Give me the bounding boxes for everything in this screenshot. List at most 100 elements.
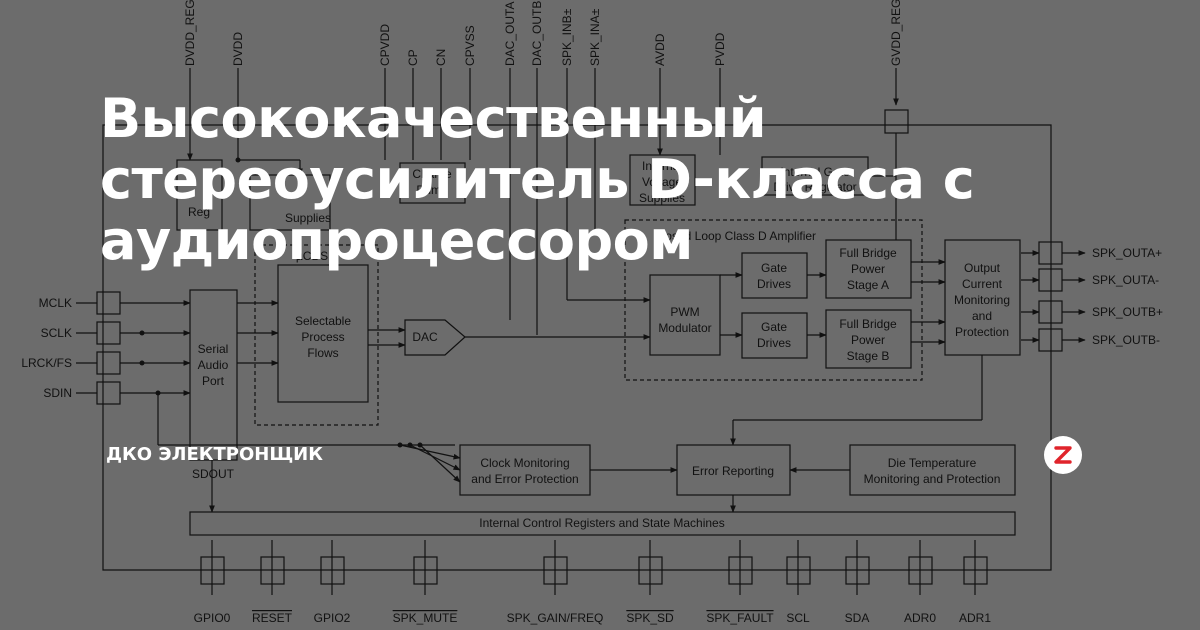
serial-audio-port-block [189, 289, 238, 461]
sclk-pad [96, 321, 121, 345]
supplies-label: Supplies [285, 211, 331, 225]
regulator-block [176, 159, 223, 231]
bottom-pin-label-8: SDA [845, 611, 870, 625]
die-temp-label-0: Die Temperature [888, 456, 977, 470]
internal-voltage-label-2: Supplies [639, 191, 685, 205]
top-pin-label-4: CN [434, 49, 448, 66]
right-pin-lines [1021, 250, 1086, 343]
registers-label: Internal Control Registers and State Mac… [479, 516, 724, 530]
internal-voltage-label-1: Voltage [642, 175, 682, 189]
sdin-pad [96, 381, 121, 405]
bridge-b-label-2: Stage B [847, 349, 890, 363]
gate-drives-a-label-0: Gate [761, 261, 787, 275]
bridge-b-label-1: Power [851, 333, 885, 347]
gate-drives-b-label-0: Gate [761, 320, 787, 334]
clock-monitor-block [459, 444, 591, 496]
page-title: Высококачественный стереоусилитель D-кла… [100, 88, 1100, 271]
brand-name: ДКО ЭЛЕКТРОНЩИК [106, 444, 323, 465]
internal-voltage-block [629, 154, 696, 206]
output-monitor-label-3: and [972, 309, 992, 323]
top-pin-label-12: GVDD_REG [889, 0, 903, 66]
frame-line [102, 124, 1052, 571]
top-pin-label-10: AVDD [653, 33, 667, 66]
regulator-label: Reg [188, 205, 210, 219]
left-pin-label-2: LRCK/FS [21, 356, 72, 370]
ucdsp-region [254, 244, 379, 426]
gate-regulator-label-1: Drive Regulator [773, 180, 856, 194]
gate-regulator-label-0: Internal Gate [780, 165, 850, 179]
bottom-pin-lines [211, 540, 976, 595]
bottom-pin-label-1: RESET [252, 611, 293, 625]
output-monitor-label-1: Current [962, 277, 1003, 291]
title-line-1: Высококачественный [100, 87, 767, 150]
serial-label-2: Port [202, 374, 225, 388]
signal-lines [209, 133, 983, 513]
right-pin-label-3: SPK_OUTB- [1092, 333, 1160, 347]
clock-monitor-label-0: Clock Monitoring [480, 456, 569, 470]
bridge-a-block [825, 239, 912, 299]
dac-label: DAC [412, 330, 438, 344]
spk-outa-plus-pad [1038, 241, 1063, 265]
top-pin-label-7: DAC_OUTB [530, 1, 544, 66]
top-pin-lines [187, 68, 899, 335]
top-pin-label-9: SPK_INA± [588, 8, 602, 66]
gate-drives-b-label-1: Drives [757, 336, 791, 350]
junction-dots [139, 157, 423, 448]
right-pin-label-1: SPK_OUTA- [1092, 273, 1159, 287]
pwm-label-1: Modulator [658, 321, 711, 335]
charge-pump-block [399, 162, 466, 204]
ucdsp-label: µCDSP [296, 249, 336, 263]
bridge-a-label-1: Power [851, 262, 885, 276]
left-pin-label-3: SDIN [43, 386, 72, 400]
bottom-pin-label-4: SPK_GAIN/FREQ [507, 611, 604, 625]
spk-outb-plus-pad [1038, 300, 1063, 324]
charge-pump-label-1: Pump [416, 183, 448, 197]
zen-logo-icon[interactable] [1044, 436, 1082, 474]
top-pin-label-2: CPVDD [378, 24, 392, 66]
output-monitor-label-4: Protection [955, 325, 1009, 339]
right-pin-label-2: SPK_OUTB+ [1092, 305, 1163, 319]
bridge-a-label-0: Full Bridge [839, 246, 897, 260]
left-pin-label-0: MCLK [39, 296, 72, 310]
spk-outb-minus-pad [1038, 328, 1063, 352]
bottom-pin-label-5: SPK_SD [626, 611, 674, 625]
sdout-label: SDOUT [192, 467, 235, 481]
top-pin-label-3: CP [406, 49, 420, 66]
top-pin-label-8: SPK_INB± [560, 8, 574, 66]
bridge-b-label-0: Full Bridge [839, 317, 897, 331]
bottom-pin-label-0: GPIO0 [194, 611, 231, 625]
selectable-label-2: Flows [307, 346, 338, 360]
dac-block [404, 319, 466, 356]
bridge-b-block [825, 309, 912, 369]
output-monitor-label-0: Output [964, 261, 1001, 275]
serial-label-0: Serial [198, 342, 229, 356]
bottom-pin-label-2: GPIO2 [314, 611, 351, 625]
spk-outa-minus-pad [1038, 268, 1063, 292]
die-temp-block [849, 444, 1016, 496]
top-pin-label-1: DVDD [231, 32, 245, 66]
selectable-label-0: Selectable [295, 314, 351, 328]
serial-label-1: Audio [198, 358, 229, 372]
top-pin-label-5: CPVSS [463, 25, 477, 66]
charge-pump-label-0: Charge [412, 167, 452, 181]
pwm-modulator-block [649, 274, 721, 356]
registers-block [189, 511, 1016, 536]
right-pin-label-0: SPK_OUTA+ [1092, 246, 1162, 260]
lrck-pad [96, 351, 121, 375]
bridge-a-label-2: Stage A [847, 278, 889, 292]
title-line-2: стереоусилитель D-класса с [100, 148, 975, 211]
mclk-pad [96, 291, 121, 315]
clock-monitor-label-1: and Error Protection [471, 472, 578, 486]
title-line-3: аудиопроцессором [100, 209, 693, 272]
output-monitor-label-2: Monitoring [954, 293, 1010, 307]
left-pin-lines [76, 300, 455, 446]
closed-loop-label: Closed Loop Class D Amplifier [654, 229, 816, 243]
bottom-pin-label-3: SPK_MUTE [393, 611, 458, 625]
gate-drives-a-label-1: Drives [757, 277, 791, 291]
bottom-pin-label-7: SCL [786, 611, 810, 625]
supplies-block [249, 174, 331, 231]
top-pin-label-6: DAC_OUTA [503, 2, 517, 66]
top-pin-label-0: DVDD_REG [183, 0, 197, 66]
bottom-pin-label-6: SPK_FAULT [706, 611, 774, 625]
